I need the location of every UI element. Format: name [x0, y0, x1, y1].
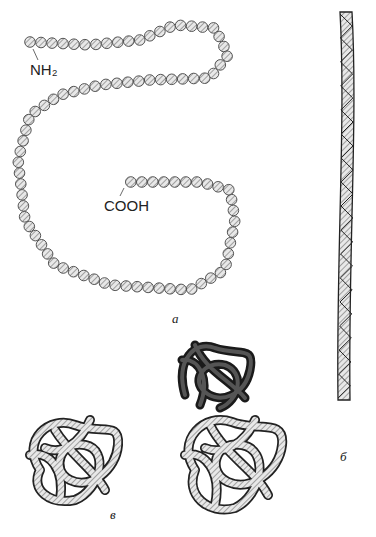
amino-acid-bead: [186, 21, 197, 32]
amino-acid-bead: [229, 216, 240, 227]
chain-guide: [18, 25, 235, 290]
amino-acid-bead: [225, 238, 236, 249]
amino-acid-bead: [213, 182, 224, 193]
amino-acid-bead: [196, 278, 207, 289]
amino-acid-bead: [24, 114, 35, 125]
amino-acid-bead: [24, 221, 35, 232]
amino-acid-bead: [197, 22, 208, 33]
amino-acid-bead: [154, 283, 165, 294]
amino-acid-bead: [176, 284, 187, 295]
amino-acid-bead: [215, 60, 226, 71]
amino-acid-bead: [91, 39, 102, 50]
amino-acid-bead: [58, 38, 69, 49]
tertiary-structure: [30, 420, 118, 501]
amino-acid-bead: [15, 179, 26, 190]
amino-acid-bead: [48, 94, 59, 105]
amino-acid-bead: [206, 273, 217, 284]
amino-acid-bead: [69, 86, 80, 97]
leader-line: [33, 49, 38, 60]
amino-acid-bead: [25, 37, 36, 48]
amino-acid-bead: [166, 74, 177, 85]
amino-acid-bead: [17, 190, 28, 201]
amino-acid-bead: [202, 179, 213, 190]
terminal-group-label: COOH: [104, 198, 149, 213]
amino-acid-bead: [126, 177, 137, 188]
amino-acid-bead: [175, 20, 186, 31]
amino-acid-bead: [227, 227, 238, 238]
amino-acid-bead: [101, 79, 112, 90]
amino-acid-bead: [177, 74, 188, 85]
amino-acid-bead: [134, 35, 145, 46]
amino-acid-bead: [222, 51, 233, 62]
amino-acid-bead: [214, 31, 225, 42]
amino-acid-bead: [144, 75, 155, 86]
amino-acid-bead: [13, 157, 24, 168]
quaternary-dark-subunit: [182, 345, 251, 408]
amino-acid-bead: [143, 282, 154, 293]
amino-acid-bead: [165, 22, 176, 33]
amino-acid-bead: [221, 259, 232, 270]
amino-acid-bead: [79, 84, 90, 95]
amino-acid-bead: [223, 248, 234, 259]
amino-acid-bead: [47, 38, 58, 49]
amino-acid-bead: [39, 100, 50, 111]
amino-acid-bead: [14, 168, 25, 179]
leader-line: [120, 188, 124, 196]
amino-acid-bead: [123, 36, 134, 47]
amino-acid-bead: [132, 281, 143, 292]
amino-acid-bead: [69, 39, 80, 50]
amino-acid-bead: [226, 194, 237, 205]
amino-acid-bead: [68, 266, 79, 277]
amino-acid-bead: [148, 177, 159, 188]
amino-acid-bead: [199, 73, 210, 84]
amino-acid-bead: [192, 177, 203, 188]
amino-acid-bead: [19, 212, 30, 223]
panel-letter: в: [110, 508, 116, 521]
amino-acid-bead: [102, 38, 113, 49]
amino-acid-bead: [228, 205, 239, 216]
amino-acid-bead: [58, 89, 69, 100]
amino-acid-bead: [188, 73, 199, 84]
panel-letter: а: [172, 312, 179, 325]
amino-acid-bead: [42, 249, 53, 260]
amino-acid-bead: [30, 230, 41, 241]
amino-acid-bead: [18, 201, 29, 212]
amino-acid-bead: [36, 37, 47, 48]
amino-acid-bead: [159, 177, 170, 188]
amino-acid-bead: [181, 177, 192, 188]
amino-acid-bead: [186, 284, 197, 295]
amino-acid-bead: [99, 278, 110, 289]
amino-acid-bead: [145, 31, 156, 42]
amino-acid-bead: [48, 258, 59, 269]
amino-acid-bead: [224, 184, 235, 195]
amino-acid-bead: [113, 37, 124, 48]
amino-acid-bead: [15, 146, 26, 157]
amino-acid-bead: [58, 263, 69, 274]
amino-acid-bead: [21, 125, 32, 136]
quaternary-hatched-subunit: [185, 420, 282, 509]
alpha-helix-band: [338, 12, 354, 400]
amino-acid-bead: [155, 26, 166, 37]
amino-acid-bead: [165, 284, 176, 295]
amino-acid-bead: [36, 240, 47, 251]
amino-acid-bead: [170, 177, 181, 188]
amino-acid-bead: [121, 281, 132, 292]
amino-acid-bead: [137, 177, 148, 188]
amino-acid-bead: [90, 81, 101, 92]
amino-acid-bead: [219, 41, 230, 52]
amino-acid-bead: [80, 39, 91, 50]
amino-acid-bead: [155, 74, 166, 85]
panel-letter: б: [340, 450, 347, 463]
amino-acid-bead: [112, 78, 123, 89]
amino-acid-bead: [110, 280, 121, 291]
amino-acid-bead: [18, 136, 29, 147]
amino-acid-bead: [134, 76, 145, 87]
amino-acid-bead: [79, 270, 90, 281]
amino-acid-beads: [13, 20, 240, 295]
amino-acid-bead: [123, 77, 134, 88]
amino-acid-bead: [89, 274, 100, 285]
terminal-group-label: NH₂: [30, 62, 58, 77]
